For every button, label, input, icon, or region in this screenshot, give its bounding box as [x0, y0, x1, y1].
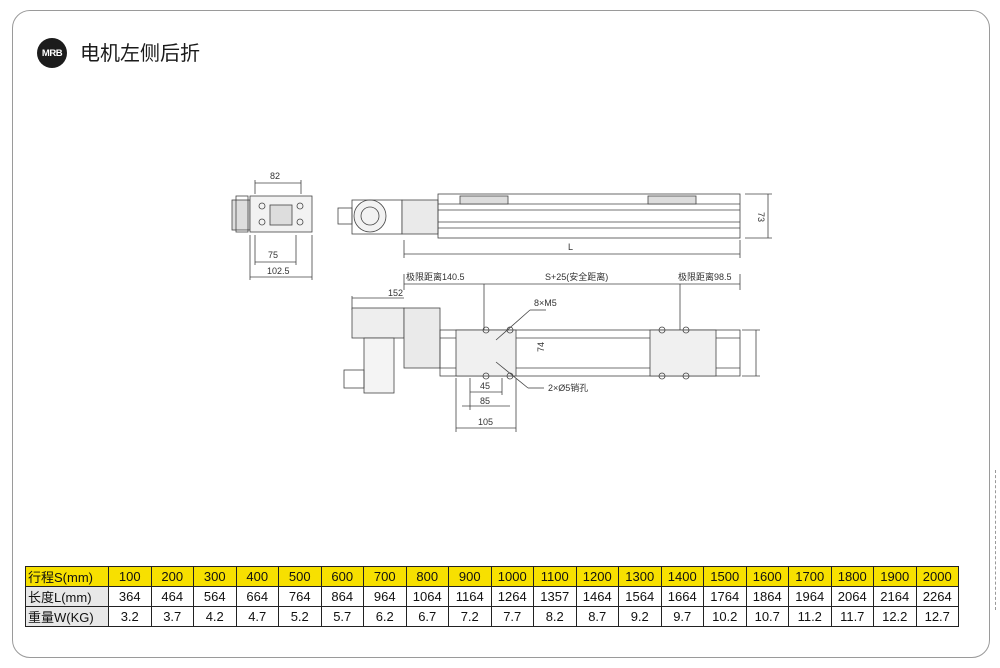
table-cell: 464 — [150, 586, 194, 607]
table-cell: 3.2 — [108, 606, 152, 627]
table-cell: 1064 — [405, 586, 449, 607]
table-cell: 1500 — [703, 566, 747, 587]
table-cell: 8.2 — [533, 606, 577, 627]
dim-pins: 2×Ø5销孔 — [548, 382, 588, 393]
table-cell: 2064 — [830, 586, 874, 607]
row-label: 重量W(KG) — [25, 606, 109, 627]
table-cell: 12.7 — [915, 606, 959, 627]
table-cell: 3.7 — [150, 606, 194, 627]
table-cell: 4.7 — [235, 606, 279, 627]
table-cell: 664 — [235, 586, 279, 607]
side-view — [337, 193, 772, 258]
dim-45: 45 — [480, 381, 490, 391]
table-cell: 564 — [193, 586, 237, 607]
dim-74: 74 — [536, 342, 546, 352]
dim-screws: 8×M5 — [534, 298, 557, 308]
table-cell: 1264 — [490, 586, 534, 607]
table-cell: 1664 — [660, 586, 704, 607]
table-cell: 7.7 — [490, 606, 534, 627]
dim-102-5: 102.5 — [267, 266, 290, 276]
table-cell: 10.2 — [703, 606, 747, 627]
table-cell: 1900 — [873, 566, 917, 587]
table-cell: 6.7 — [405, 606, 449, 627]
dim-82: 82 — [270, 171, 280, 181]
dim-length-l: L — [568, 242, 573, 252]
table-cell: 600 — [320, 566, 364, 587]
table-cell: 400 — [235, 566, 279, 587]
table-cell: 9.2 — [618, 606, 662, 627]
table-cell: 2164 — [873, 586, 917, 607]
table-cell: 1600 — [745, 566, 789, 587]
dim-73: 73 — [756, 212, 766, 222]
page-edge — [995, 470, 1000, 610]
table-cell: 300 — [193, 566, 237, 587]
dim-stroke-safe: S+25(安全距离) — [545, 271, 608, 282]
table-cell: 764 — [278, 586, 322, 607]
table-cell: 11.2 — [788, 606, 832, 627]
table-cell: 5.7 — [320, 606, 364, 627]
row-label: 长度L(mm) — [25, 586, 109, 607]
table-cell: 200 — [150, 566, 194, 587]
table-cell: 12.2 — [873, 606, 917, 627]
page-title: 电机左侧后折 — [80, 41, 200, 65]
table-cell: 964 — [363, 586, 407, 607]
table-cell: 364 — [108, 586, 152, 607]
table-cell: 864 — [320, 586, 364, 607]
table-cell: 1564 — [618, 586, 662, 607]
table-cell: 800 — [405, 566, 449, 587]
table-cell: 1764 — [703, 586, 747, 607]
end-view — [231, 180, 313, 280]
table-cell: 7.2 — [448, 606, 492, 627]
page-frame — [12, 10, 990, 658]
dim-limit-left: 极限距离140.5 — [406, 271, 465, 282]
table-cell: 2264 — [915, 586, 959, 607]
table-cell: 1700 — [788, 566, 832, 587]
table-cell: 1200 — [575, 566, 619, 587]
table-cell: 8.7 — [575, 606, 619, 627]
table-cell: 1400 — [660, 566, 704, 587]
table-cell: 6.2 — [363, 606, 407, 627]
table-cell: 100 — [108, 566, 152, 587]
row-label: 行程S(mm) — [25, 566, 109, 587]
table-cell: 1864 — [745, 586, 789, 607]
dim-limit-right: 极限距离98.5 — [678, 271, 732, 282]
table-cell: 9.7 — [660, 606, 704, 627]
table-cell: 11.7 — [830, 606, 874, 627]
table-cell: 1464 — [575, 586, 619, 607]
table-cell: 2000 — [915, 566, 959, 587]
table-cell: 1357 — [533, 586, 577, 607]
table-cell: 1964 — [788, 586, 832, 607]
top-view — [343, 274, 760, 432]
table-cell: 1164 — [448, 586, 492, 607]
technical-drawing: 82 75 102.5 73 L 极限距离140.5 S+25(安全距离) 极限… — [231, 171, 772, 432]
table-cell: 1300 — [618, 566, 662, 587]
table-cell: 900 — [448, 566, 492, 587]
table-cell: 10.7 — [745, 606, 789, 627]
dim-85: 85 — [480, 396, 490, 406]
dim-75: 75 — [268, 250, 278, 260]
brand-badge: MRB — [37, 38, 67, 68]
dim-152: 152 — [388, 288, 403, 298]
table-cell: 1100 — [533, 566, 577, 587]
table-cell: 500 — [278, 566, 322, 587]
dim-105: 105 — [478, 417, 493, 427]
table-cell: 4.2 — [193, 606, 237, 627]
table-cell: 1800 — [830, 566, 874, 587]
table-cell: 700 — [363, 566, 407, 587]
table-cell: 5.2 — [278, 606, 322, 627]
table-cell: 1000 — [490, 566, 534, 587]
